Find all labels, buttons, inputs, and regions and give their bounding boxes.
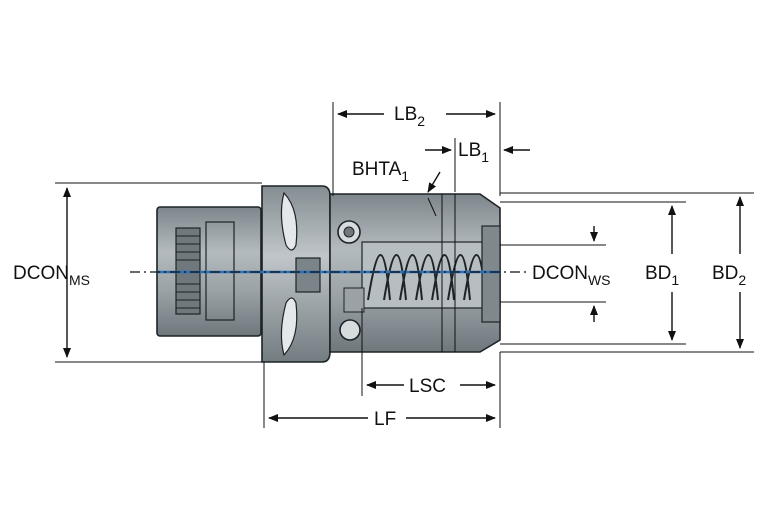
label-dcon-ws: DCONWS <box>532 263 611 288</box>
label-bhta1: BHTA1 <box>352 159 409 184</box>
dim-lf <box>263 352 501 428</box>
screw-top-inner <box>343 226 355 238</box>
dim-bd2 <box>500 192 754 353</box>
bhta-angle-marker <box>427 171 441 217</box>
inner-bore <box>361 241 501 309</box>
flange-key <box>295 257 321 293</box>
label-lb2: LB2 <box>394 104 425 129</box>
dim-dcon-ws <box>500 226 606 322</box>
body-window <box>343 287 365 313</box>
label-lsc: LSC <box>409 376 446 397</box>
label-lf: LF <box>374 409 396 430</box>
label-bd1: BD1 <box>645 263 679 288</box>
shank-grip-teeth <box>176 235 200 309</box>
flange-groove-bottom <box>280 297 298 357</box>
dim-lb2 <box>332 102 501 196</box>
end-nut <box>481 225 501 323</box>
label-bd2: BD2 <box>712 263 746 288</box>
tool-body <box>156 185 501 363</box>
label-dcon-ms: DCONMS <box>13 263 90 288</box>
screw-bottom <box>339 319 361 341</box>
dim-lb1 <box>425 138 530 192</box>
dim-lsc <box>361 308 496 396</box>
flange-groove-top <box>280 191 298 251</box>
dim-dcon-ms <box>55 182 262 363</box>
dim-bd1 <box>500 201 686 345</box>
label-lb1: LB1 <box>458 140 489 165</box>
